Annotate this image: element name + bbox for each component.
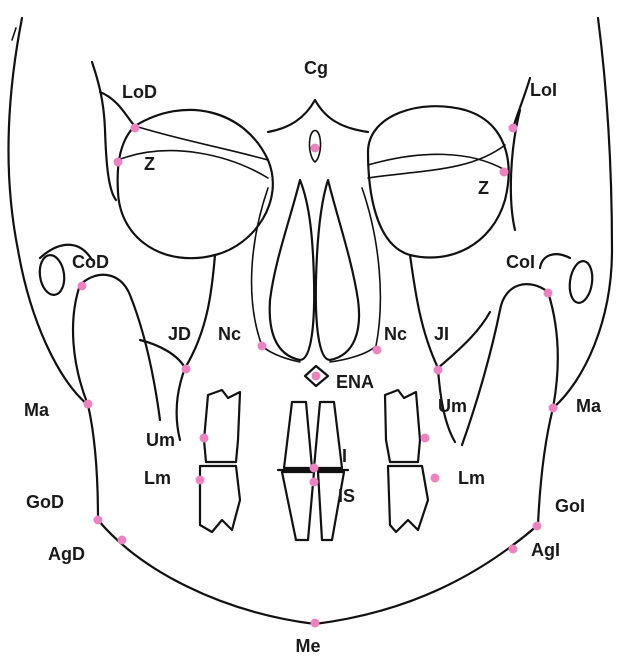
landmark-z-left — [500, 168, 509, 177]
label-is: IS — [338, 486, 355, 506]
label-z-left: Z — [478, 178, 489, 198]
landmark-i — [310, 464, 319, 473]
landmark-coi — [544, 289, 553, 298]
label-i: I — [342, 446, 347, 466]
label-z-right: Z — [144, 154, 155, 174]
label-lm-left: Lm — [458, 468, 485, 488]
label-cg: Cg — [304, 58, 328, 78]
label-lm-right: Lm — [144, 468, 171, 488]
label-ji: JI — [434, 324, 449, 344]
label-ma-right: Ma — [24, 400, 50, 420]
right-molar — [200, 390, 240, 532]
landmark-agi — [509, 545, 518, 554]
landmark-z-right — [114, 158, 123, 167]
landmark-cg — [311, 144, 320, 153]
landmark-goi — [533, 522, 542, 531]
label-god: GoD — [26, 492, 64, 512]
label-nc-left: Nc — [384, 324, 407, 344]
landmark-lm-left — [431, 474, 440, 483]
label-um-right: Um — [146, 430, 175, 450]
landmark-cod — [78, 282, 87, 291]
label-jd: JD — [168, 324, 191, 344]
landmark-nc-right — [258, 342, 267, 351]
landmark-ji — [434, 366, 443, 375]
landmark-agd — [118, 536, 127, 545]
landmark-um-left — [421, 434, 430, 443]
label-agd: AgD — [48, 544, 85, 564]
label-lod: LoD — [122, 82, 157, 102]
landmark-ma-left — [549, 404, 558, 413]
landmark-god — [94, 516, 103, 525]
label-ma-left: Ma — [576, 396, 602, 416]
landmark-loi — [509, 124, 518, 133]
landmark-ma-right — [84, 400, 93, 409]
landmark-ena — [312, 372, 321, 381]
landmark-nc-left — [373, 346, 382, 355]
label-loi: LoI — [530, 80, 557, 100]
landmark-me — [311, 619, 320, 628]
label-agi: AgI — [531, 540, 560, 560]
landmark-lod — [131, 124, 140, 133]
label-coi: CoI — [506, 252, 535, 272]
landmark-lm-right — [196, 476, 205, 485]
label-cod: CoD — [72, 252, 109, 272]
landmark-jd — [182, 365, 191, 374]
label-ena: ENA — [336, 372, 374, 392]
label-um-left: Um — [438, 396, 467, 416]
landmark-is — [310, 478, 319, 487]
right-orbit — [118, 110, 273, 258]
label-goi: GoI — [555, 496, 585, 516]
left-molar — [385, 390, 428, 532]
landmark-um-right — [200, 434, 209, 443]
label-me: Me — [295, 636, 320, 656]
label-nc-right: Nc — [218, 324, 241, 344]
landmark-points — [78, 124, 558, 628]
